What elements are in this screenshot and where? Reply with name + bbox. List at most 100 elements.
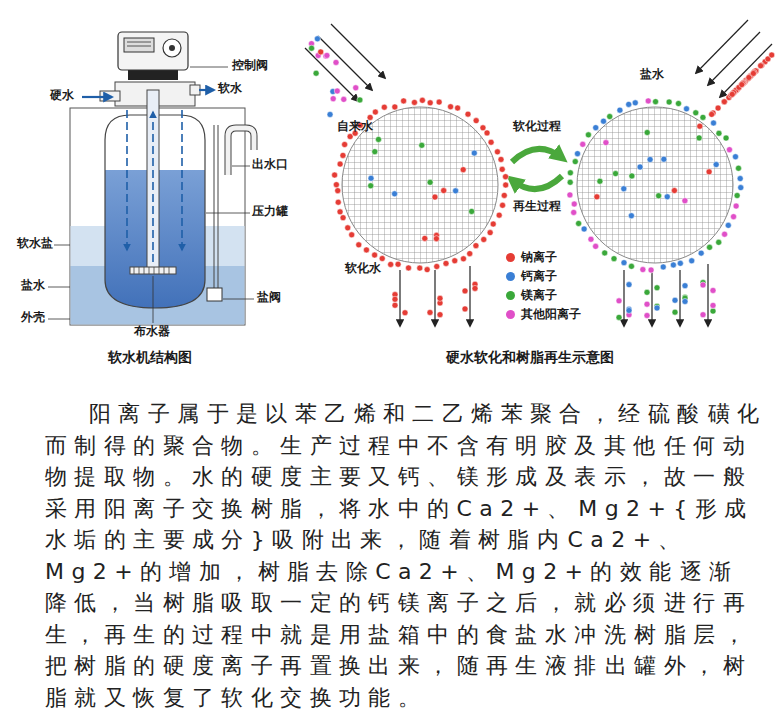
ion-dot	[353, 85, 359, 91]
ion-dot	[580, 141, 586, 147]
ion-dot	[392, 104, 398, 110]
softener-drawing	[48, 32, 254, 325]
part-label: 盐阀	[257, 291, 281, 305]
flow-label: 硬水	[50, 89, 74, 103]
ion-dot	[472, 285, 478, 291]
ion-dot	[597, 178, 603, 184]
ion-dot	[672, 297, 678, 303]
part-label: 软水盐	[16, 237, 54, 251]
ion-dot	[443, 260, 449, 266]
figure-caption: 软水机结构图	[108, 349, 192, 366]
ion-dot	[402, 310, 408, 316]
ion-dot	[460, 167, 466, 173]
ion-dot	[715, 105, 721, 111]
ion-dot	[345, 225, 351, 231]
ion-dot	[664, 194, 670, 200]
ion-dot	[640, 267, 646, 273]
ion-dot	[716, 130, 722, 136]
ion-dot	[503, 182, 509, 188]
ion-dot	[709, 111, 715, 117]
ion-dot	[488, 139, 494, 145]
ion-dot	[499, 166, 505, 172]
ion-dot	[448, 104, 454, 110]
ion-dot	[571, 201, 577, 207]
ion-dot	[473, 243, 479, 249]
ion-dot	[594, 194, 600, 200]
part-label: 外壳	[20, 311, 46, 325]
ion-dot	[422, 235, 428, 241]
ion-dot	[473, 118, 479, 124]
process-label: 再生过程	[513, 200, 561, 214]
ion-dot	[769, 52, 775, 58]
ion-dot	[654, 285, 660, 291]
ion-dot	[349, 232, 355, 238]
ion-dot	[427, 179, 433, 185]
ion-dot	[363, 247, 369, 253]
ion-dot	[710, 308, 716, 314]
ion-dot	[759, 62, 765, 68]
ion-dot	[437, 312, 443, 318]
ion-dot	[750, 70, 756, 76]
ion-dot	[689, 258, 695, 264]
ion-dot	[621, 186, 627, 192]
ion-dot	[467, 251, 473, 257]
part-label: 出水口	[252, 158, 288, 172]
part-label: 布水器	[134, 325, 170, 339]
ion-dot	[333, 59, 339, 65]
ion-dot	[672, 309, 678, 315]
ion-dot	[628, 213, 634, 219]
ion-dot	[503, 174, 509, 180]
ion-dot	[758, 63, 764, 69]
ion-dot	[700, 282, 706, 288]
ion-dot	[309, 45, 315, 51]
ion-dot	[432, 194, 438, 200]
ion-dot	[424, 267, 430, 273]
ion-dot	[501, 192, 507, 198]
ion-dot	[710, 302, 716, 308]
ion-dot	[567, 179, 573, 185]
part-label: 控制阀	[232, 59, 268, 73]
ion-dot	[337, 209, 343, 215]
ion-dot	[698, 250, 704, 256]
ion-dot	[471, 150, 477, 156]
ion-dot	[487, 230, 493, 236]
ion-dot	[723, 135, 729, 141]
ion-dot	[721, 99, 727, 105]
ion-dot	[628, 263, 634, 269]
ion-dot	[357, 97, 363, 103]
ion-dot	[581, 226, 587, 232]
ion-dot	[661, 156, 667, 162]
ion-dot	[411, 99, 417, 105]
ion-dot	[737, 176, 743, 182]
ion-dot	[644, 301, 650, 307]
ion-dot	[682, 198, 688, 204]
ion-dot	[602, 250, 608, 256]
ion-dot	[734, 193, 740, 199]
ion-dot	[700, 114, 706, 120]
ion-dot	[607, 114, 613, 120]
ion-dot	[693, 110, 699, 116]
ion-dot	[490, 221, 496, 227]
ion-dot	[498, 156, 504, 162]
flow-label: 自来水	[337, 120, 373, 134]
legend-text: 钠离子	[521, 250, 557, 265]
ion-dot	[460, 256, 466, 262]
ion-dot	[392, 296, 398, 302]
ion-dot	[626, 282, 632, 288]
legend-entry: 镁离子	[506, 288, 557, 303]
ion-dot	[368, 175, 374, 181]
ion-dot	[645, 98, 651, 104]
ion-dot	[575, 151, 581, 157]
legend-entry: 钠离子	[506, 250, 557, 265]
part-label: 压力罐	[252, 205, 288, 219]
ion-dot	[729, 91, 735, 97]
ion-dot	[379, 256, 385, 262]
ion-dot	[496, 212, 502, 218]
ion-dot	[465, 111, 471, 117]
legend-swatch	[506, 272, 515, 281]
ion-dot	[632, 100, 638, 106]
ion-dot	[469, 208, 475, 214]
ion-dot	[588, 236, 594, 242]
ion-dot	[441, 188, 447, 194]
process-label: 软化过程	[513, 120, 561, 134]
